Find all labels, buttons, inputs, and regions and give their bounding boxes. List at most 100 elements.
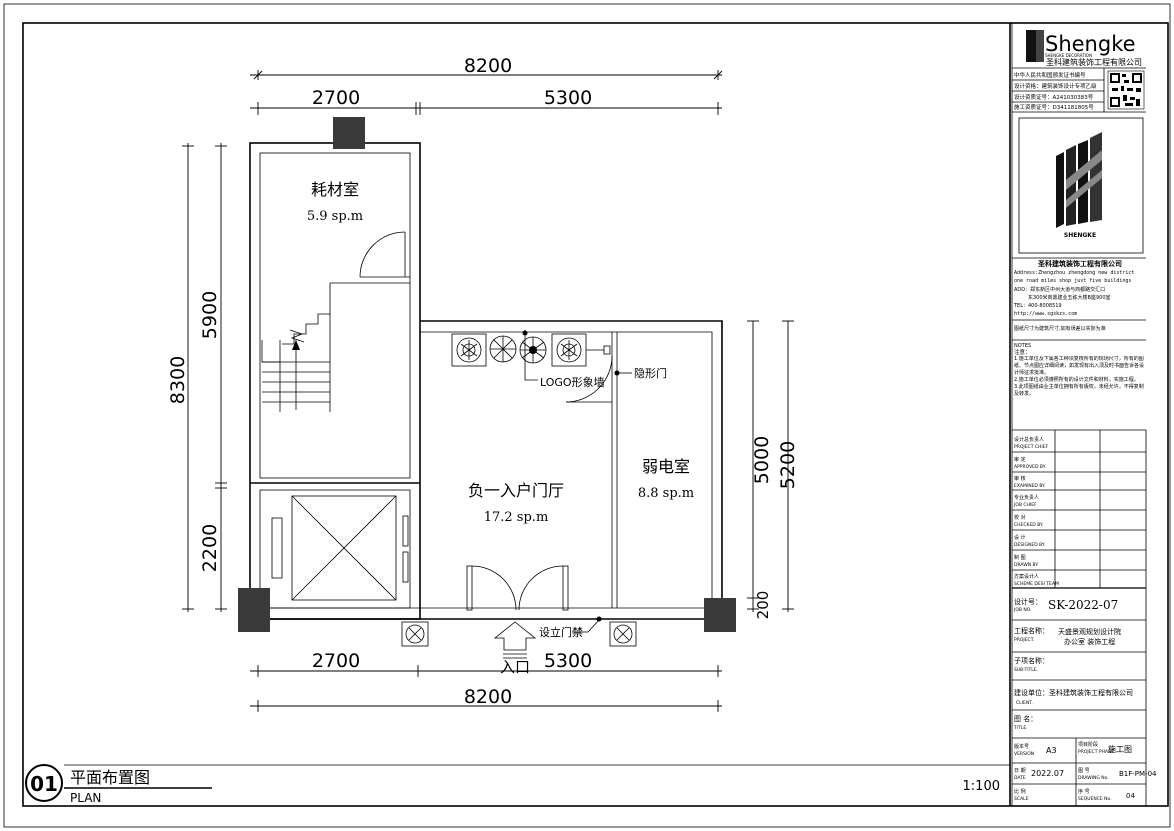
cert-line-1: 中华人民共和国颁发证书编号 — [1014, 71, 1086, 79]
right-wing-inner-wall — [420, 331, 713, 608]
shengke-logo-icon — [1056, 132, 1102, 228]
logo-wall-leader — [524, 330, 538, 381]
plan-title: 01 平面布置图 PLAN 1:100 — [25, 764, 1010, 805]
role-6-cn: 设 计 — [1014, 534, 1026, 541]
role-2-cn: 审 定 — [1014, 456, 1026, 463]
notes-head-cn: 注意： — [1014, 348, 1031, 356]
plan-scale: 1:100 — [963, 779, 1000, 794]
drawing-no-en: DRAWING No. — [1078, 775, 1109, 781]
storage-door-swing — [359, 231, 406, 278]
project-line-1: 天盛景观规划设计院 — [1058, 627, 1121, 636]
column-bottom-left — [238, 588, 270, 632]
hidden-door-note: 隐形门 — [634, 366, 667, 380]
dim-left-lower: 2200 — [199, 524, 221, 572]
seq-label: 序 号 — [1078, 788, 1090, 795]
plan-number: 01 — [30, 772, 58, 796]
dim-top-right: 5300 — [544, 87, 592, 109]
cert-line-4: 施工资质证号：D341181805号 — [1014, 103, 1094, 111]
drawing-no-value: B1F-PM-04 — [1119, 770, 1157, 778]
access-control-leader — [572, 618, 601, 633]
project-line-2: 办公室 装饰工程 — [1064, 637, 1115, 646]
role-5-en: CHECKED BY. — [1014, 522, 1043, 528]
plant-1-icon — [451, 333, 487, 367]
dim-bottom-total: 8200 — [464, 686, 512, 708]
dim-left-upper: 5900 — [199, 291, 221, 339]
date-en: DATE — [1014, 775, 1026, 781]
role-1-cn: 设计总负责人 — [1014, 436, 1044, 443]
role-8-en: SCHEME DESI TEAM — [1014, 581, 1059, 587]
dim-right-a: 5000 — [751, 436, 773, 484]
dim-right-b: 5200 — [777, 441, 799, 489]
project-en: PROJECT. — [1014, 637, 1034, 643]
role-8-cn: 方案设计人 — [1014, 573, 1039, 580]
seq-value: 04 — [1126, 792, 1135, 800]
outer-frame — [3, 3, 1171, 828]
column-top — [333, 117, 365, 149]
role-7-cn: 制 图 — [1014, 554, 1026, 561]
note-2: 2.施工单位必须遵照所有的设计文件和材料，实施工程。 — [1014, 377, 1139, 383]
note-3: 3.此项图纸由业主单位拥有所有版权，未经允许，不得复制及转发。 — [1014, 384, 1144, 397]
seq-en: SEQUENCE No. — [1078, 796, 1112, 802]
entrance-arrow-icon — [493, 621, 537, 659]
address-en-2: one road miles shop just five buildings — [1014, 278, 1131, 284]
role-7-en: DRAWN BY. — [1014, 562, 1039, 568]
title-label: 图 名： — [1014, 714, 1037, 723]
lobby-room-name: 负一入户门厅 — [468, 481, 564, 500]
inner-frame — [22, 22, 1169, 807]
client-label: 建设单位： — [1014, 688, 1049, 697]
weak-current-room-area: 8.8 sp.m — [638, 486, 694, 501]
notes-head-en: NOTES — [1014, 343, 1031, 349]
version-label: 版本号 — [1014, 743, 1029, 750]
phase-value: 施工图 — [1108, 744, 1132, 754]
date-value: 2022.07 — [1031, 769, 1064, 778]
plant-2-icon — [489, 335, 517, 363]
subtitle-en: SUB-TITLE. — [1014, 667, 1038, 673]
storage-room-area: 5.9 sp.m — [307, 209, 363, 224]
role-2-en: APPROVED BY. — [1014, 464, 1046, 470]
plant-6-icon — [609, 621, 637, 647]
logo-caption: SHENGKE — [1064, 232, 1096, 239]
entrance-label: 入口 — [500, 658, 530, 676]
tel: TEL：400-8008519 — [1013, 303, 1062, 309]
cert-line-3: 设计资质证号：A241030383号 — [1014, 93, 1094, 101]
client-value: 圣科建筑装饰工程有限公司 — [1049, 688, 1133, 697]
dim-left-total: 8300 — [167, 356, 189, 404]
subtitle-label: 子项名称： — [1014, 656, 1049, 665]
date-label: 日 期 — [1014, 768, 1026, 774]
staircase — [261, 282, 410, 412]
website: http://www.sgskzs.com — [1014, 311, 1077, 317]
role-4-en: JOB CHIEF — [1013, 502, 1037, 508]
company-name: 圣科建筑装饰工程有限公司 — [1037, 259, 1122, 268]
role-5-cn: 校 对 — [1014, 514, 1026, 521]
job-no-en: JOB NO. — [1013, 607, 1032, 613]
plant-4-icon — [551, 333, 587, 367]
storage-room-name: 耗材室 — [311, 180, 359, 199]
address-cn-1: ADD：郑东新区中州大道与商都路交汇口 — [1014, 286, 1105, 293]
dim-top-left: 2700 — [312, 87, 360, 109]
version-value: A3 — [1046, 746, 1057, 755]
elevator-shaft-wall — [259, 489, 411, 609]
column-bottom-right — [704, 598, 736, 632]
plan-title-en: PLAN — [70, 791, 101, 805]
floor-plan: 耗材室 5.9 sp.m 负一入户门厅 17.2 sp.m 弱电室 8.8 sp… — [238, 117, 736, 676]
job-no-value: SK-2022-07 — [1048, 598, 1118, 612]
address-cn-2: 东300米商鼎建业五栋大楼B座900室 — [1028, 294, 1111, 301]
role-4-cn: 专业负责人 — [1014, 494, 1039, 501]
dim-right-c: 200 — [754, 591, 772, 620]
disclaimer: 图纸尺寸为建筑尺寸,如有误差以实际为准 — [1014, 325, 1106, 332]
job-no-label: 设计号： — [1014, 597, 1042, 606]
version-en: VERSION — [1014, 751, 1034, 757]
title-en: TITLE. — [1013, 725, 1028, 731]
plan-title-cn: 平面布置图 — [70, 768, 150, 787]
weak-current-room-name: 弱电室 — [642, 457, 690, 476]
address-en-1: Address:Zhengzhou zhengdong new district — [1014, 270, 1134, 276]
cert-line-2: 设计资格：建筑装饰设计专项乙级 — [1014, 82, 1097, 90]
dimension-lines: 8200 2700 5300 2700 5300 8200 8300 5900 … — [167, 55, 799, 712]
right-wing-outer-wall — [420, 320, 723, 608]
role-3-en: EXAMINED BY. — [1014, 483, 1045, 489]
dim-bottom-left: 2700 — [312, 650, 360, 672]
scale-en: SCALE — [1014, 796, 1029, 802]
note-1: 1.施工单位及下属各工种须复核所有的现场尺寸，所有的图纸、节点图应详细阅读，如发… — [1014, 356, 1145, 376]
title-block: Shengke SHENGKE DECORATION 圣科建筑装饰工程有限公司 … — [1009, 23, 1157, 806]
